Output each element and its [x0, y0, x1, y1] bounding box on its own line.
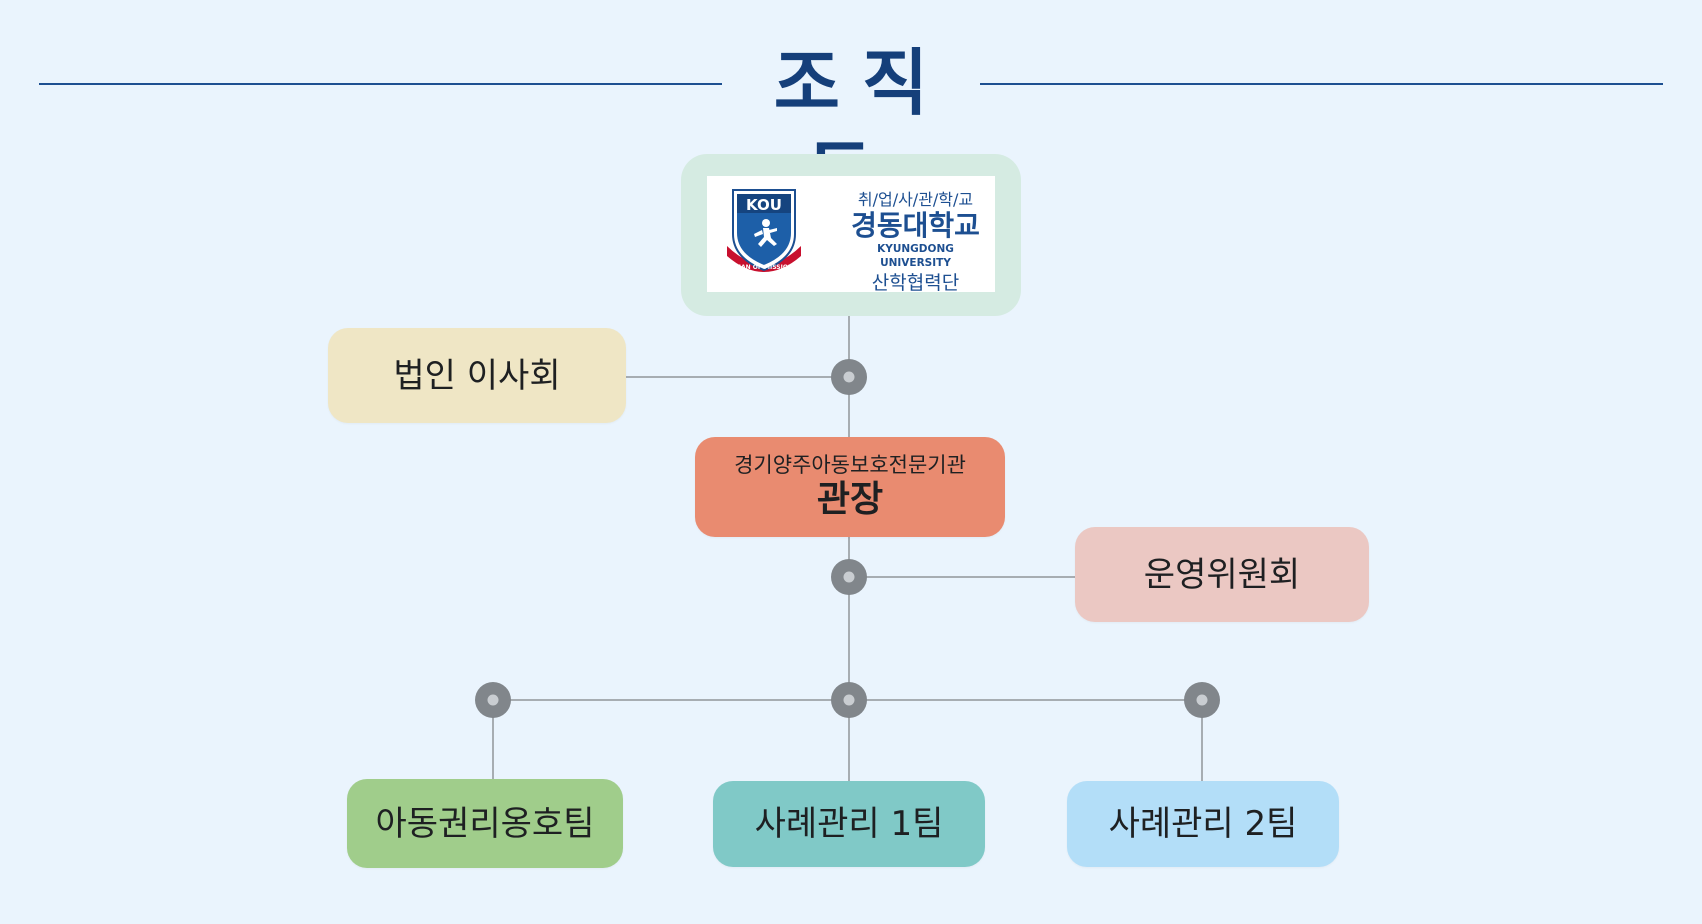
junction-dot-team-case1 — [831, 682, 867, 718]
node-committee-label: 운영위원회 — [1143, 554, 1301, 595]
university-emblem: KOU MAN OF MISSION — [727, 189, 801, 272]
node-team-rights-label: 아동권리옹호팀 — [375, 803, 595, 844]
junction-dot-team-rights — [475, 682, 511, 718]
node-team-child-rights: 아동권리옹호팀 — [347, 779, 623, 868]
node-team-case2-label: 사례관리 2팀 — [1108, 804, 1298, 844]
node-director-org: 경기양주아동보호전문기관 — [734, 453, 966, 477]
junction-dot-team-case2 — [1184, 682, 1220, 718]
node-director: 경기양주아동보호전문기관 관장 — [695, 437, 1005, 537]
university-unit-name: 산학협력단 — [871, 272, 960, 294]
title-rule-left — [39, 83, 722, 85]
node-team-case-management-2: 사례관리 2팀 — [1067, 781, 1339, 867]
emblem-kou-text: KOU — [746, 196, 782, 214]
university-name: 경동대학교 — [851, 209, 980, 242]
junction-dot-committee — [831, 559, 867, 595]
node-team-case-management-1: 사례관리 1팀 — [713, 781, 985, 867]
node-operating-committee: 운영위원회 — [1075, 527, 1369, 622]
junction-dot-board — [831, 359, 867, 395]
university-logo-card: KOU MAN OF MISSION 취/업/사/관/학/교 경동대학교 KYU… — [681, 154, 1021, 316]
node-board-label: 법인 이사회 — [393, 355, 561, 396]
node-director-title: 관장 — [816, 479, 884, 520]
logo-tagline: 취/업/사/관/학/교 — [857, 190, 974, 209]
node-board-of-directors: 법인 이사회 — [328, 328, 626, 423]
university-english-name: KYUNGDONG UNIVERSITY — [877, 243, 954, 269]
emblem-ribbon-text: MAN OF MISSION — [735, 264, 793, 271]
title-rule-right — [980, 83, 1663, 85]
university-logo-text: 취/업/사/관/학/교 경동대학교 KYUNGDONG UNIVERSITY 산… — [843, 190, 988, 296]
runner-figure-icon — [754, 219, 777, 247]
university-logo: KOU MAN OF MISSION 취/업/사/관/학/교 경동대학교 KYU… — [707, 176, 995, 294]
node-team-case1-label: 사례관리 1팀 — [754, 804, 944, 844]
